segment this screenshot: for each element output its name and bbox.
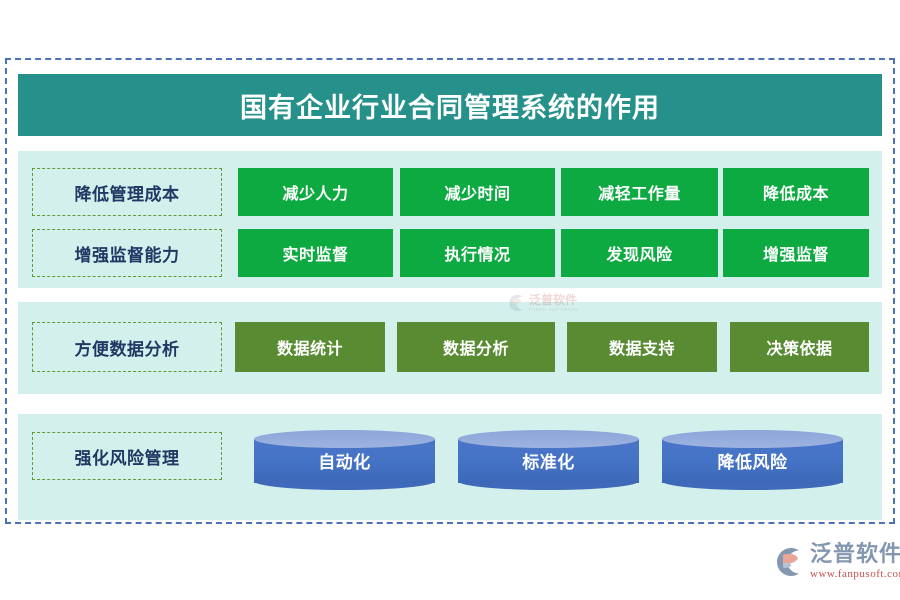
section-panel-cost-and-supervision: 降低管理成本 减少人力 减少时间 减轻工作量 降低成本 增强监督能力 实时监督 … <box>18 151 882 288</box>
card-text: 数据支持 <box>608 341 675 358</box>
card-实时监督[interactable]: 实时监督 <box>238 229 393 277</box>
row-label-增强监督能力: 增强监督能力 <box>32 229 222 277</box>
card-减少人力[interactable]: 减少人力 <box>238 168 393 216</box>
card-text: 数据统计 <box>276 341 343 358</box>
page-title: 国有企业行业合同管理系统的作用 <box>240 92 660 123</box>
cylinder-top-ellipse <box>662 430 843 448</box>
row-label-降低管理成本: 降低管理成本 <box>32 168 222 216</box>
row-label-text: 强化风险管理 <box>74 448 180 468</box>
fanpu-logo-icon <box>770 545 804 579</box>
logo-company-name: 泛普软件 <box>810 541 900 566</box>
cylinder-降低风险[interactable]: 降低风险 <box>662 430 843 490</box>
card-text: 降低成本 <box>762 186 829 203</box>
row-label-text: 增强监督能力 <box>74 245 180 265</box>
cylinder-top-ellipse <box>254 430 435 448</box>
card-text: 减少人力 <box>282 186 349 203</box>
row-label-text: 降低管理成本 <box>74 184 180 204</box>
card-执行情况[interactable]: 执行情况 <box>400 229 555 277</box>
section-panel-data-analysis: 方便数据分析 数据统计 数据分析 数据支持 决策依据 <box>18 302 882 394</box>
cylinder-top-ellipse <box>458 430 639 448</box>
cylinder-text: 标准化 <box>522 452 575 472</box>
logo-website-url: www.fanpusoft.com <box>810 568 900 580</box>
card-text: 发现风险 <box>606 247 673 264</box>
card-数据统计[interactable]: 数据统计 <box>235 322 385 372</box>
cylinder-自动化[interactable]: 自动化 <box>254 430 435 490</box>
logo-words: 泛普软件 www.fanpusoft.com <box>810 543 900 580</box>
card-text: 执行情况 <box>444 247 511 264</box>
card-数据分析[interactable]: 数据分析 <box>397 322 555 372</box>
row-label-强化风险管理: 强化风险管理 <box>32 432 222 480</box>
brand-logo: 泛普软件 www.fanpusoft.com <box>770 543 900 580</box>
card-数据支持[interactable]: 数据支持 <box>567 322 717 372</box>
card-减少时间[interactable]: 减少时间 <box>400 168 555 216</box>
card-text: 减轻工作量 <box>598 186 681 203</box>
outer-dashed-frame <box>5 58 895 524</box>
title-bar: 国有企业行业合同管理系统的作用 <box>18 74 882 136</box>
cylinder-标准化[interactable]: 标准化 <box>458 430 639 490</box>
card-text: 增强监督 <box>762 247 829 264</box>
card-发现风险[interactable]: 发现风险 <box>561 229 718 277</box>
card-降低成本[interactable]: 降低成本 <box>723 168 869 216</box>
card-text: 实时监督 <box>282 247 349 264</box>
cylinder-text: 降低风险 <box>717 452 788 472</box>
section-panel-risk-management: 强化风险管理 自动化 标准化 降低风险 <box>18 414 882 520</box>
card-减轻工作量[interactable]: 减轻工作量 <box>561 168 718 216</box>
row-label-方便数据分析: 方便数据分析 <box>32 322 222 372</box>
card-text: 决策依据 <box>766 341 833 358</box>
card-text: 减少时间 <box>444 186 511 203</box>
row-label-text: 方便数据分析 <box>74 339 180 359</box>
card-text: 数据分析 <box>442 341 509 358</box>
fanpu-mark-svg <box>777 547 799 576</box>
cylinder-text: 自动化 <box>318 452 371 472</box>
card-决策依据[interactable]: 决策依据 <box>730 322 869 372</box>
card-增强监督[interactable]: 增强监督 <box>723 229 869 277</box>
